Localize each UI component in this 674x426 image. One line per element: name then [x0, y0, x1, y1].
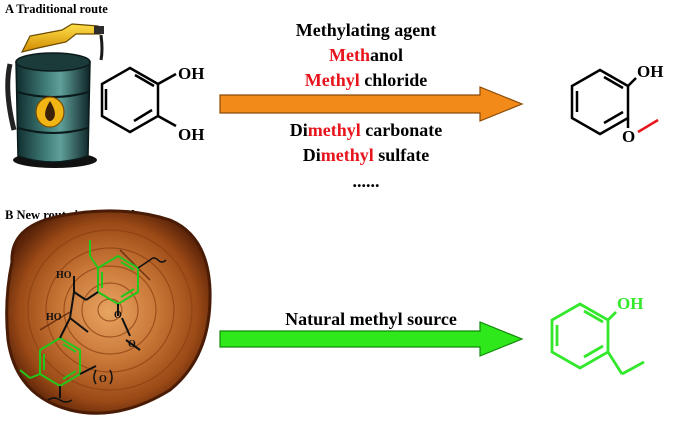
reagent-methanol-rest: anol — [369, 45, 403, 65]
green-guaiacol-product-structure — [550, 302, 645, 376]
wood-disc — [5, 209, 212, 415]
lignin-structure — [19, 240, 167, 403]
natural-methyl-source-label: Natural methyl source — [285, 309, 457, 329]
methylating-agent-heading: Methylating agent — [295, 20, 437, 40]
product-oh-label: OH — [637, 62, 663, 81]
catechol-structure — [100, 66, 177, 134]
green-o-bond — [606, 351, 624, 375]
reagent-dimethyl-sulfate-prefix: Di — [302, 145, 321, 165]
catechol-ring — [100, 66, 160, 134]
reagent-methyl-chloride-highlight: Methyl — [304, 70, 360, 90]
reagent-methyl-chloride-rest: chloride — [359, 70, 428, 90]
green-product-oh-label: OH — [617, 294, 643, 313]
reagent-methanol-highlight: Meth — [329, 45, 370, 65]
lignin-ho-top: HO — [56, 270, 72, 281]
oil-barrel-icon — [5, 23, 104, 168]
reagent-dimethyl-sulfate-rest: sulfate — [373, 145, 430, 165]
reagent-dimethyl-carbonate-prefix: Di — [289, 120, 308, 140]
green-guaiacol-ring — [550, 302, 610, 370]
methyl-bond-red — [637, 118, 659, 134]
lignin-o-label-1: O — [114, 310, 122, 321]
oil-drop-icon — [45, 101, 55, 121]
catechol-oh-bond-bottom — [157, 114, 177, 128]
green-oh-bond — [607, 311, 617, 321]
reagent-dimethyl-sulfate: Dimethyl sulfate — [216, 144, 516, 166]
catechol-oh-bottom: OH — [178, 125, 204, 144]
lignin-o-label-2: O — [128, 339, 136, 350]
guaiacol-product-structure — [570, 68, 637, 136]
lignin-o-label-3: O — [99, 374, 107, 385]
catechol-oh-top: OH — [178, 64, 204, 83]
wood-log-cross-section — [5, 209, 212, 415]
lignin-ho-bottom: HO — [46, 312, 62, 323]
reagent-methanol: Methanol — [216, 44, 516, 66]
reagent-dimethyl-sulfate-highlight: methyl — [320, 145, 374, 165]
reagent-dimethyl-carbonate-highlight: methyl — [307, 120, 361, 140]
reagent-dimethyl-carbonate-rest: carbonate — [360, 120, 443, 140]
nozzle-tip — [94, 26, 104, 34]
product-o-label: O — [622, 127, 635, 146]
catechol-oh-bond-top — [157, 72, 177, 86]
reagent-methyl-chloride: Methyl chloride — [216, 69, 516, 91]
barrel-top — [15, 52, 91, 72]
new-route-arrow — [219, 321, 524, 357]
product-oh-bond — [627, 77, 637, 87]
guaiacol-ring — [570, 68, 630, 136]
oil-drip — [99, 34, 104, 61]
fuel-hose — [5, 63, 17, 131]
green-methyl-bond — [621, 360, 645, 376]
traditional-route-arrow — [219, 86, 524, 122]
fuel-nozzle — [20, 23, 101, 53]
reagent-dimethyl-carbonate: Dimethyl carbonate — [216, 119, 516, 141]
panel-a-label: A Traditional route — [5, 2, 108, 16]
reagent-more-ellipsis: ...... — [352, 171, 380, 191]
